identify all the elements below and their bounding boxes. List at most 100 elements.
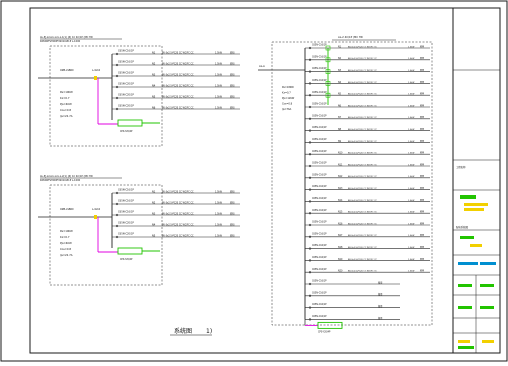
panel-parameter: Pjs=12KW bbox=[282, 97, 295, 100]
branch-breaker-label: C65N-C16/1P bbox=[312, 150, 327, 153]
branch-circuit-number: N4 bbox=[152, 223, 156, 226]
branch-load-name: 照明 bbox=[420, 68, 424, 72]
branch-circuit-number: N6 bbox=[152, 106, 156, 109]
branch-circuit-number: N5 bbox=[152, 234, 156, 237]
branch-load-value: 1.5kW bbox=[215, 223, 223, 226]
branch-cable-label: BV-3x2.5-PC20 CC WC/FC CC bbox=[162, 84, 194, 87]
title-project-label: 工程名称 bbox=[456, 165, 466, 169]
branch-circuit-number: N13 bbox=[338, 187, 343, 190]
feeder-cable-label: L-4x10 bbox=[92, 69, 101, 72]
branch-load-value: 1.5kW bbox=[408, 70, 414, 72]
panel-parameter: Kx=0.7 bbox=[282, 92, 291, 95]
panel-parameter: Kx=0.7 bbox=[60, 235, 70, 239]
branch-load-name: 照明 bbox=[420, 198, 424, 202]
branch-breaker-label: C65N-C16/1P bbox=[312, 244, 327, 247]
branch-circuit-number: N20 bbox=[338, 270, 343, 273]
branch-cable-label: BV-3x2.5-PC20 CC WC/FC CC bbox=[348, 70, 377, 72]
branch-breaker-label: C65N-C16/1P bbox=[312, 103, 327, 106]
spd-label: CPS-Y20/4P bbox=[120, 258, 133, 261]
inner-frame bbox=[29, 7, 501, 354]
title-stamp bbox=[480, 262, 496, 265]
breaker-symbol bbox=[308, 235, 312, 238]
right-panel-header: AL-2 4C/1P (MC HD bbox=[338, 35, 363, 39]
branch-cable-label: BV-3x2.5-PC20 CC WC/FC CC bbox=[348, 82, 377, 84]
breaker-symbol bbox=[308, 153, 312, 156]
spare-circuit-label: 备用 bbox=[378, 280, 382, 284]
drawing-number: 1) bbox=[206, 328, 212, 335]
spd-device bbox=[317, 321, 343, 329]
title-stamp bbox=[458, 306, 472, 309]
breaker-symbol bbox=[308, 129, 312, 132]
branch-breaker-label: C65N-C20/1P bbox=[118, 222, 134, 225]
branch-circuit-number: N3 bbox=[338, 69, 342, 72]
branch-load-value: 1.5kW bbox=[408, 46, 414, 48]
branch-circuit-number: N11 bbox=[338, 163, 343, 166]
branch-cable-label: BV-3x2.5-PC20 CC WC/FC CC bbox=[162, 223, 194, 226]
incoming-marker bbox=[94, 215, 97, 219]
breaker-symbol bbox=[308, 46, 312, 50]
breaker-symbol bbox=[308, 271, 312, 274]
branch-load-value: 1.5kW bbox=[215, 51, 223, 54]
breaker-symbol bbox=[115, 191, 119, 195]
branch-load-value: 1.5kW bbox=[215, 84, 223, 87]
breaker-symbol bbox=[308, 200, 312, 203]
panel-header-line-2: KNVR0FSH00PT-N010-B1P L-1000 bbox=[40, 179, 81, 182]
branch-load-name: 照明 bbox=[420, 257, 424, 261]
branch-cable-label: BV-3x2.5-PC20 CC WC/FC CC bbox=[348, 271, 377, 273]
branch-load-value: 1.5kW bbox=[408, 153, 414, 155]
panel-enclosure bbox=[49, 45, 163, 147]
branch-circuit-number: N8 bbox=[338, 128, 342, 131]
panel-parameter: Cos=0.8 bbox=[60, 247, 71, 251]
branch-breaker-label: C65N-C16/1P bbox=[312, 209, 327, 212]
branch-breaker-label: C65N-C16/1P bbox=[312, 114, 327, 117]
branch-load-name: 照明 bbox=[420, 127, 424, 131]
branch-load-name: 照明 bbox=[230, 83, 235, 87]
branch-cable-label: BV-3x2.5-PC20 CC WC/FC CC bbox=[348, 176, 377, 178]
breaker-symbol bbox=[308, 212, 312, 215]
branch-load-value: 1.5kW bbox=[408, 200, 414, 202]
branch-breaker-label: C65N-C16/1P bbox=[312, 44, 327, 47]
rcd-marker bbox=[325, 92, 331, 98]
title-stamp bbox=[464, 208, 484, 211]
breaker-symbol bbox=[115, 96, 119, 100]
breaker-symbol bbox=[115, 63, 119, 67]
branch-load-value: 1.5kW bbox=[408, 58, 414, 60]
branch-breaker-label: C65N-C16/1P bbox=[312, 256, 327, 259]
branch-load-name: 照明 bbox=[420, 174, 424, 178]
branch-breaker-label: C65N-C16/1P bbox=[118, 72, 134, 75]
branch-breaker-label: C65N-C16/1P bbox=[312, 291, 327, 294]
branch-load-name: 照明 bbox=[420, 233, 424, 237]
panel-parameter: Pjs=4KW bbox=[60, 241, 72, 245]
title-stamp bbox=[480, 306, 494, 309]
spd-device bbox=[117, 119, 143, 127]
branch-circuit-number: N15 bbox=[338, 211, 343, 214]
branch-cable-label: BV-3x2.5-PC20 CC WC/FC CC bbox=[162, 190, 194, 193]
branch-load-value: 1.5kW bbox=[408, 82, 414, 84]
left-lower-panel: AL-PJ-xxxxx-xxx-x-2(1) (Z) 1C 4C/1P (MC … bbox=[38, 175, 240, 286]
branch-cable-label: BV-3x2.5-PC20 CC WC/FC CC bbox=[348, 164, 377, 166]
branch-breaker-label: C65N-C16/1P bbox=[118, 200, 134, 203]
branch-circuit-number: N7 bbox=[338, 116, 342, 119]
panel-parameter: Ijs=22.7A bbox=[60, 253, 73, 257]
breaker-symbol bbox=[308, 94, 312, 97]
branch-load-value: 1.5kW bbox=[408, 247, 414, 249]
branch-load-value: 1.5kW bbox=[215, 95, 223, 98]
branch-load-value: 1.5kW bbox=[408, 223, 414, 225]
title-stamp bbox=[458, 346, 474, 349]
branch-cable-label: BV-3x2.5-PC20 CC WC/FC CC bbox=[348, 141, 377, 143]
branch-cable-label: BV-3x2.5-PC20 CC WC/FC CC bbox=[348, 235, 377, 237]
branch-circuit-number: N19 bbox=[338, 258, 343, 261]
branch-circuit-number: N2 bbox=[152, 201, 156, 204]
branch-circuit-number: N1 bbox=[338, 45, 342, 48]
main-device-label: OZB-LSB60 bbox=[60, 208, 74, 211]
title-stamp bbox=[460, 236, 474, 239]
breaker-symbol bbox=[308, 176, 312, 179]
breaker-symbol bbox=[308, 105, 312, 109]
branch-load-name: 照明 bbox=[420, 92, 424, 96]
rcd-marker bbox=[325, 45, 331, 51]
branch-breaker-label: C65N-C16/1P bbox=[312, 232, 327, 235]
branch-breaker-label: C65N-C20/1P bbox=[118, 94, 134, 97]
title-stamp bbox=[458, 340, 470, 343]
